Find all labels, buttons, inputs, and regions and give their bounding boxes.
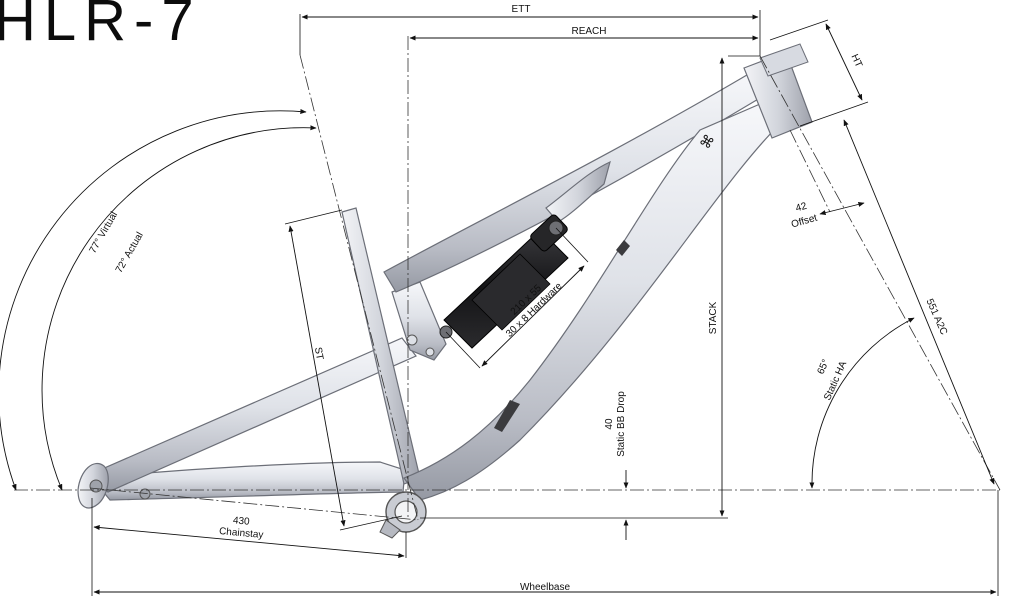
stack-label: STACK <box>708 301 719 334</box>
frame-mark: ⌘ <box>697 131 718 151</box>
bb-shell-hole <box>394 500 418 524</box>
wheelbase-label: Wheelbase <box>520 582 570 593</box>
virtual-angle-label: 77° Virtual <box>88 210 121 255</box>
head-tube-top-cap <box>759 43 809 77</box>
bb-drop-label: Static BB Drop <box>616 391 627 457</box>
chainstay-value: 430 <box>232 515 250 527</box>
static-ha-value: 65° <box>816 358 832 376</box>
page-title: HLR-7 <box>0 0 202 53</box>
a2c-label: 551 A2C <box>923 297 949 337</box>
rocker-pivot-2 <box>425 347 435 357</box>
cable-guide-1 <box>494 400 520 432</box>
rocker-pivot <box>406 334 418 346</box>
dimension-lines <box>0 10 999 596</box>
top-tube-gusset <box>545 160 611 223</box>
bb-drop-value: 40 <box>604 418 615 430</box>
ett-label: ETT <box>512 4 531 15</box>
st-label: ST <box>312 346 325 360</box>
chainstay-pivot <box>139 488 151 500</box>
actual-angle-label: 72° Actual <box>114 230 146 275</box>
chainstay-label: Chainstay <box>219 526 264 541</box>
cable-guide-2 <box>616 240 630 256</box>
reach-label: REACH <box>571 26 606 37</box>
offset-label: Offset <box>790 213 819 231</box>
frame-illustration: ⌘ <box>77 43 813 539</box>
offset-value: 42 <box>794 201 808 215</box>
ht-label: HT <box>849 53 864 70</box>
